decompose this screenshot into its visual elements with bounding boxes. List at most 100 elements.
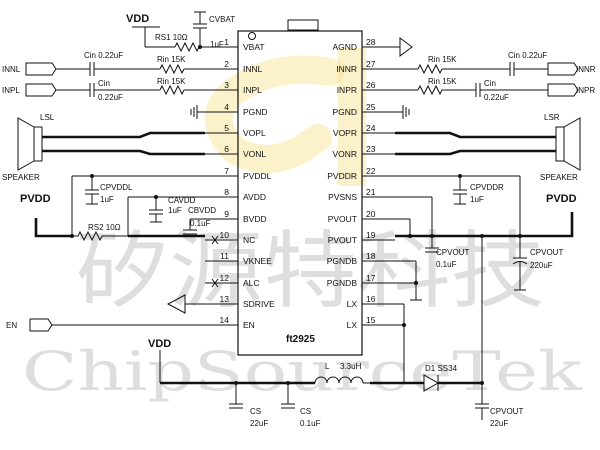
pin-label: PGND (332, 107, 357, 117)
pin-label: EN (243, 320, 255, 330)
inductor-value: 3.3uH (340, 362, 362, 371)
chip-notch (287, 19, 319, 31)
pvdd-label: PVDD (546, 193, 577, 205)
pin-number: 13 (220, 294, 230, 304)
en-label: EN (6, 321, 17, 330)
pin-number: 25 (366, 102, 376, 112)
chip-body (237, 30, 363, 356)
pin-number: 5 (224, 123, 229, 133)
cpvddr-name: CPVDDR (470, 183, 504, 192)
boost-network (159, 303, 489, 420)
right-pins: 28 AGND 27 INNR 26 INPR 25 PGND 24 VOPR … (327, 37, 376, 330)
en-port (29, 318, 205, 332)
cpvout-name: CPVOUT (530, 248, 563, 257)
cavdd-name: CAVDD (168, 196, 196, 205)
chip-name: ft2925 (286, 334, 315, 345)
pvdd-label: PVDD (20, 193, 51, 205)
pin-label: PVOUT (328, 235, 357, 245)
watermark-en: ChipSourceTek (22, 340, 584, 403)
cs-value: 22uF (250, 419, 268, 428)
pin-number: 6 (224, 144, 229, 154)
cpvout-name: CPVOUT (436, 248, 469, 257)
pin-label: SDRIVE (243, 299, 275, 309)
pin-number: 3 (224, 80, 229, 90)
pin-label: NC (243, 235, 255, 245)
cpvout-value: 0.1uF (436, 260, 457, 269)
pin-label: INNR (336, 64, 357, 74)
pin-number: 17 (366, 273, 376, 283)
cpvout-value: 220uF (530, 261, 553, 270)
pin-number: 24 (366, 123, 376, 133)
pin-label: AGND (332, 42, 357, 52)
cpvddr-value: 1uF (470, 195, 484, 204)
agnd-arrow-icon (395, 37, 413, 57)
cvbat-value: 1uF (210, 40, 224, 49)
pin-label: PGNDB (327, 278, 358, 288)
cin-label: Cin 0.22uF (84, 51, 123, 60)
pin-number: 22 (366, 166, 376, 176)
pin-label: PVOUT (328, 214, 357, 224)
pin-label: VBAT (243, 42, 265, 52)
lsl-label: LSL (40, 113, 55, 122)
watermark-logo (204, 48, 366, 186)
pin-label: PVSNS (328, 192, 357, 202)
speaker-icon (17, 117, 43, 171)
pin-number: 14 (220, 315, 230, 325)
pgndb-network (395, 260, 422, 301)
pin-number: 23 (366, 144, 376, 154)
pin-label: VONL (243, 149, 266, 159)
ground-icon (395, 105, 410, 119)
pin-label: VKNEE (243, 256, 272, 266)
pin-number: 1 (224, 37, 229, 47)
pin-number: 18 (366, 251, 376, 261)
cbvdd-value: 0.1uF (190, 219, 211, 228)
pin-label: PGNDB (327, 256, 358, 266)
diode-label: D1 SS34 (425, 364, 458, 373)
rin-label: Rin 15K (428, 55, 457, 64)
sdrive-arrow-icon (166, 294, 205, 314)
pin-number: 21 (366, 187, 376, 197)
pin-number: 26 (366, 80, 376, 90)
pin-number: 4 (224, 102, 229, 112)
innr-port: INNR (576, 65, 596, 74)
pin-label: BVDD (243, 214, 267, 224)
pin-label: LX (347, 320, 358, 330)
pin-number: 7 (224, 166, 229, 176)
cin-value: 0.22uF (98, 93, 123, 102)
pin-number: 15 (366, 315, 376, 325)
pin-label: ALC (243, 278, 260, 288)
innl-port: INNL (2, 65, 21, 74)
no-connect-marks (211, 235, 219, 288)
pin-number: 9 (224, 209, 229, 219)
pin-number: 20 (366, 209, 376, 219)
inpr-port: INPR (576, 86, 595, 95)
vbat-network (132, 11, 207, 53)
speaker-label: SPEAKER (2, 173, 40, 182)
cbvdd-name: CBVDD (188, 206, 216, 215)
pin-label: LX (347, 299, 358, 309)
pin-label: AVDD (243, 192, 266, 202)
vdd-label: VDD (148, 338, 171, 350)
cin-value: 0.22uF (484, 93, 509, 102)
rs1-label: RS1 10Ω (155, 33, 188, 42)
pin-label: PVDDL (243, 171, 272, 181)
cs-value: 0.1uF (300, 419, 321, 428)
cin-label: Cin 0.22uF (508, 51, 547, 60)
pin-label: PGND (243, 107, 268, 117)
vdd-label: VDD (126, 13, 149, 25)
pin-label: VOPL (243, 128, 266, 138)
pin-number: 12 (220, 273, 230, 283)
pin-number: 10 (220, 230, 230, 240)
pin-label: PVDDR (327, 171, 357, 181)
cpvout-value: 22uF (490, 419, 508, 428)
inpl-port: INPL (2, 86, 20, 95)
pin-number: 8 (224, 187, 229, 197)
pin-label: INPR (337, 85, 357, 95)
pin-number: 28 (366, 37, 376, 47)
pvdd-left-network (70, 174, 205, 242)
cs-name: CS (300, 407, 311, 416)
pin-label: INPL (243, 85, 262, 95)
cin-label: Cin (484, 79, 496, 88)
pin-label: INNL (243, 64, 263, 74)
